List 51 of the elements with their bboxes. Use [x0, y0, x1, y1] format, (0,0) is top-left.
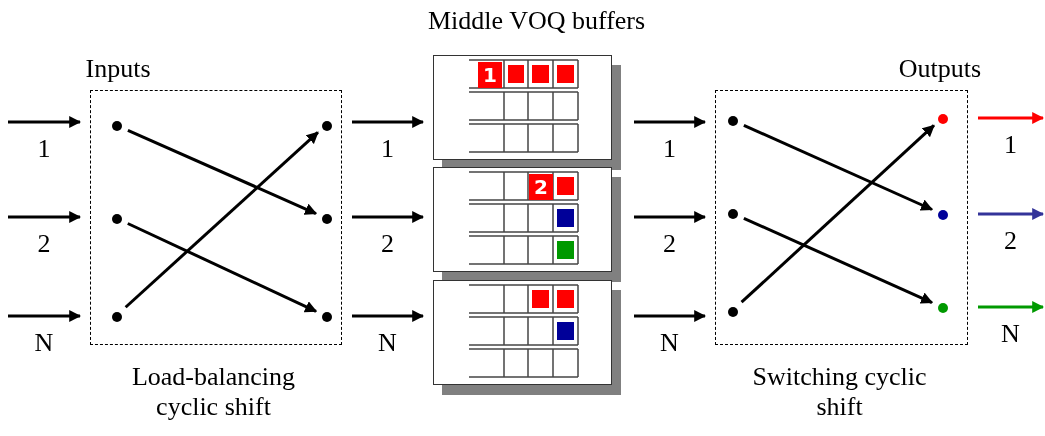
port-number: N: [659, 328, 680, 358]
arrow: [634, 116, 707, 128]
arrow: [352, 310, 425, 322]
port-dot: [112, 312, 122, 322]
section-heading: Middle VOQ buffers: [428, 6, 646, 36]
port-number: 2: [36, 229, 52, 259]
port-number: N: [377, 328, 398, 358]
arrow: [634, 211, 707, 223]
switch-box: [90, 90, 342, 345]
port-number: N: [33, 328, 55, 358]
port-dot: [112, 121, 122, 131]
arrow: [352, 211, 425, 223]
port-dot: [322, 121, 332, 131]
arrow: [8, 310, 82, 322]
arrow: [352, 116, 425, 128]
port-dot: [728, 116, 738, 126]
node-label: Load-balancing cyclic shift: [130, 362, 297, 422]
port-dot: [938, 210, 948, 220]
node-label: Switching cyclic shift: [752, 362, 927, 422]
heading: Outputs: [897, 54, 983, 84]
arrow: [978, 301, 1045, 313]
port-number: 1: [36, 134, 52, 164]
port-dot: [938, 303, 948, 313]
port-number: 2: [1003, 226, 1018, 256]
port-number: 1: [1003, 130, 1018, 160]
port-dot: [322, 214, 332, 224]
port-number: 2: [662, 229, 677, 259]
arrow: [124, 131, 319, 309]
port-dot: [938, 114, 948, 124]
port-number: 1: [380, 134, 395, 164]
port-number: 2: [380, 229, 395, 259]
arrow: [127, 128, 318, 215]
arrow: [743, 123, 934, 211]
port-dot: [728, 307, 738, 317]
port-number: N: [1000, 319, 1021, 349]
arrow: [8, 116, 82, 128]
arrow: [634, 310, 707, 322]
packet-number: 1: [478, 62, 502, 88]
port-dot: [112, 214, 122, 224]
port-dot: [322, 312, 332, 322]
switch-box: [715, 90, 968, 345]
arrow: [743, 216, 934, 304]
packet-number: 2: [529, 174, 553, 200]
port-dot: [728, 209, 738, 219]
arrow: [978, 208, 1045, 220]
arrow: [8, 211, 82, 223]
arrow: [978, 112, 1045, 124]
arrow: [740, 124, 935, 304]
port-number: 1: [662, 134, 677, 164]
heading: Inputs: [84, 54, 152, 84]
arrow: [127, 222, 318, 313]
